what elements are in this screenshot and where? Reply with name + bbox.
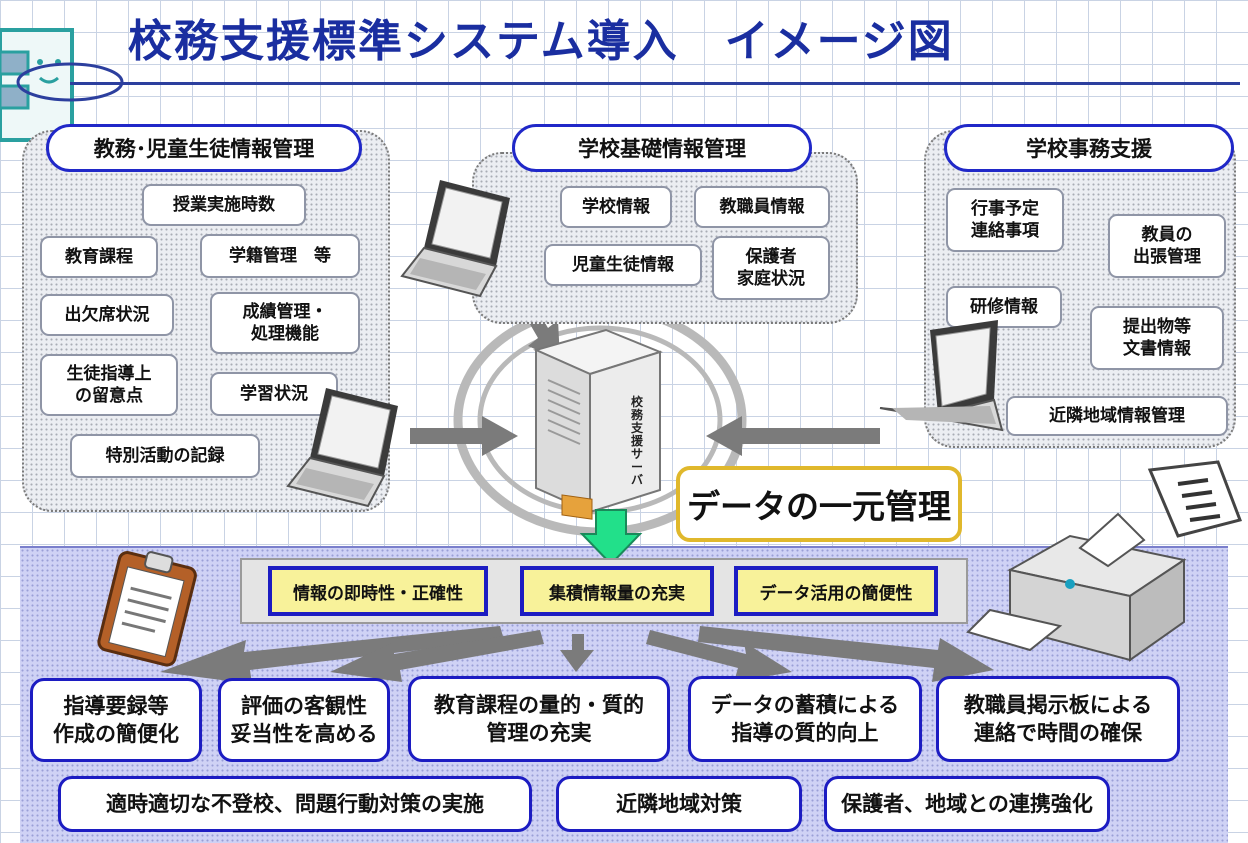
item-guardian-info: 保護者 家庭状況	[712, 236, 830, 300]
benefit-immediacy: 情報の即時性・正確性	[268, 566, 488, 616]
laptop-icon	[400, 180, 510, 298]
item-curriculum: 教育課程	[40, 236, 158, 278]
laptop-icon	[286, 388, 398, 508]
group-school-base-title: 学校基礎情報管理	[512, 124, 812, 172]
benefit-usability: データ活用の簡便性	[734, 566, 938, 616]
server-icon	[533, 328, 663, 520]
item-student-info: 児童生徒情報	[544, 244, 702, 286]
item-business-trips: 教員の 出張管理	[1108, 214, 1226, 278]
bottom-item-community: 保護者、地域との連携強化	[824, 776, 1110, 832]
callout-data-centralization: データの一元管理	[676, 466, 962, 542]
mascot-icon	[0, 28, 124, 142]
page-title: 校務支援標準システム導入 イメージ図	[128, 16, 954, 67]
title-underline	[70, 82, 1240, 85]
outcome-data-accumulation: データの蓄積による 指導の質的向上	[688, 676, 922, 762]
clipboard-icon	[97, 551, 197, 667]
item-local-area: 近隣地域情報管理	[1006, 396, 1228, 436]
group-academic-title: 教務･児童生徒情報管理	[46, 124, 362, 172]
laptop-icon	[879, 320, 1004, 432]
printer-icon	[966, 460, 1242, 662]
item-special-activities: 特別活動の記録	[70, 434, 260, 478]
bottom-item-local: 近隣地域対策	[556, 776, 802, 832]
down-arrow	[579, 509, 643, 566]
item-training: 研修情報	[946, 286, 1062, 328]
outcome-curriculum: 教育課程の量的・質的 管理の充実	[408, 676, 670, 762]
outcome-bulletin-board: 教職員掲示板による 連絡で時間の確保	[936, 676, 1180, 762]
item-class-hours: 授業実施時数	[142, 184, 306, 226]
outcome-records: 指導要録等 作成の簡便化	[30, 678, 202, 762]
server-label: 校務支援サーバ	[630, 395, 643, 487]
bottom-item-truancy: 適時適切な不登校、問題行動対策の実施	[58, 776, 532, 832]
item-learning-status: 学習状況	[210, 372, 338, 416]
benefit-volume: 集積情報量の充実	[520, 566, 714, 616]
outbound-arrows	[160, 626, 994, 684]
item-attendance: 出欠席状況	[40, 294, 174, 336]
item-staff-info: 教職員情報	[694, 186, 830, 228]
group-office-support-title: 学校事務支援	[944, 124, 1234, 172]
item-grades: 成績管理・ 処理機能	[210, 292, 360, 354]
item-guidance-notes: 生徒指導上 の留意点	[40, 354, 178, 416]
item-school-info: 学校情報	[560, 186, 672, 228]
item-enrollment: 学籍管理 等	[200, 234, 360, 278]
item-events: 行事予定 連絡事項	[946, 188, 1064, 252]
item-documents: 提出物等 文書情報	[1090, 306, 1224, 370]
outcome-evaluation: 評価の客観性 妥当性を高める	[218, 678, 390, 762]
